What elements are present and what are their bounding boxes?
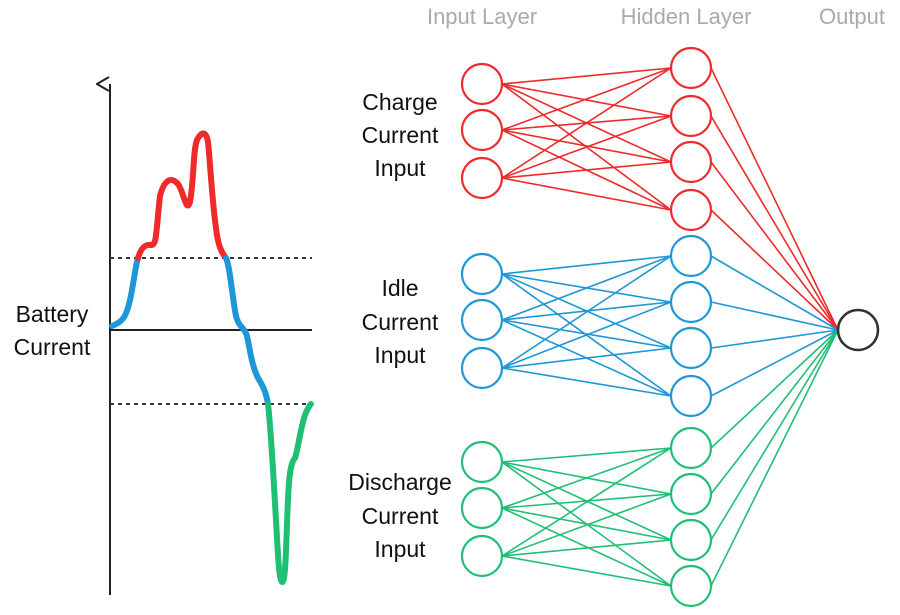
charge-label-line-2: Current: [362, 122, 439, 148]
charge-input-hidden-edge: [501, 67, 672, 85]
charge-input-hidden-edge: [501, 129, 672, 163]
discharge-hidden-node-2: [669, 472, 713, 516]
charge-hidden-node-4: [669, 188, 713, 232]
idle-hidden-node-4: [669, 374, 713, 418]
idle-input-node-1: [460, 252, 504, 296]
discharge-label-line-1: Discharge: [348, 469, 452, 495]
idle-label-line-1: Idle: [381, 275, 418, 301]
charge-hidden-output-edge: [710, 67, 839, 331]
battery-label-line-2: Current: [14, 334, 91, 360]
idle-input-hidden-edge: [501, 367, 672, 397]
idle-current-segment-rise: [109, 255, 141, 329]
idle-hidden-output-edge: [710, 255, 839, 331]
charge-input-hidden-edge: [501, 161, 672, 179]
charge-label-line-3: Input: [374, 155, 426, 181]
discharge-hidden-output-edge: [710, 329, 839, 541]
idle-input-hidden-edge: [501, 301, 672, 369]
discharge-input-hidden-edge: [501, 447, 672, 557]
charge-current-segment: [135, 130, 229, 261]
charge-input-hidden-edge: [501, 115, 672, 179]
charge-hidden-node-2: [669, 94, 713, 138]
idle-hidden-node-2: [669, 280, 713, 324]
discharge-hidden-node-4: [669, 564, 713, 608]
network-nodes: [460, 46, 880, 608]
discharge-group-label: Discharge Current Input: [348, 469, 452, 562]
idle-input-node-2: [460, 298, 504, 342]
idle-input-node-3: [460, 346, 504, 390]
discharge-hidden-output-edge: [710, 329, 839, 587]
charge-input-hidden-edge: [501, 177, 672, 211]
discharge-label-line-3: Input: [374, 536, 426, 562]
hidden-layer-header: Hidden Layer: [621, 4, 752, 29]
idle-hidden-output-edge: [710, 329, 839, 397]
output-header: Output: [819, 4, 885, 29]
discharge-input-hidden-edge: [501, 493, 672, 557]
idle-input-hidden-edge: [501, 347, 672, 369]
discharge-input-hidden-edge: [501, 555, 672, 587]
charge-hidden-output-edge: [710, 115, 839, 331]
idle-group-label: Idle Current Input: [362, 275, 439, 368]
charge-hidden-node-3: [669, 140, 713, 184]
idle-label-line-2: Current: [362, 309, 439, 335]
output-node: [836, 308, 880, 352]
charge-hidden-node-1: [669, 46, 713, 90]
charge-input-node-2: [460, 108, 504, 152]
idle-input-hidden-edge: [501, 319, 672, 349]
idle-hidden-node-1: [669, 234, 713, 278]
charge-input-hidden-edge: [501, 83, 672, 117]
idle-current-segment-fall: [223, 255, 271, 407]
charge-input-node-1: [460, 62, 504, 106]
charge-input-hidden-edge: [501, 67, 672, 179]
discharge-input-hidden-edge: [501, 447, 672, 463]
discharge-input-hidden-edge: [501, 507, 672, 587]
charge-group-label: Charge Current Input: [362, 89, 439, 181]
charge-label-line-1: Charge: [362, 89, 437, 115]
battery-current-plot: Battery Current: [14, 84, 314, 595]
charge-hidden-output-edge: [710, 209, 839, 331]
charge-input-node-3: [460, 156, 504, 200]
idle-input-hidden-edge: [501, 301, 672, 321]
discharge-hidden-output-edge: [710, 329, 839, 449]
discharge-input-node-3: [460, 534, 504, 578]
discharge-input-hidden-edge: [501, 507, 672, 541]
battery-label-line-1: Battery: [16, 301, 89, 327]
discharge-hidden-node-1: [669, 426, 713, 470]
idle-hidden-output-edge: [710, 329, 839, 349]
discharge-hidden-output-edge: [710, 329, 839, 495]
discharge-input-hidden-edge: [501, 447, 672, 509]
discharge-label-line-2: Current: [362, 503, 439, 529]
network-connections: [501, 67, 839, 587]
input-layer-header: Input Layer: [427, 4, 537, 29]
idle-hidden-node-3: [669, 326, 713, 370]
discharge-input-hidden-edge: [501, 493, 672, 509]
discharge-hidden-node-3: [669, 518, 713, 562]
discharge-input-node-2: [460, 486, 504, 530]
idle-hidden-output-edge: [710, 301, 839, 331]
idle-label-line-3: Input: [374, 342, 426, 368]
idle-input-hidden-edge: [501, 255, 672, 321]
charge-input-hidden-edge: [501, 67, 672, 131]
idle-input-hidden-edge: [501, 255, 672, 275]
discharge-current-segment: [265, 401, 314, 586]
idle-input-hidden-edge: [501, 255, 672, 369]
discharge-input-node-1: [460, 440, 504, 484]
discharge-input-hidden-edge: [501, 539, 672, 557]
charge-hidden-output-edge: [710, 161, 839, 331]
